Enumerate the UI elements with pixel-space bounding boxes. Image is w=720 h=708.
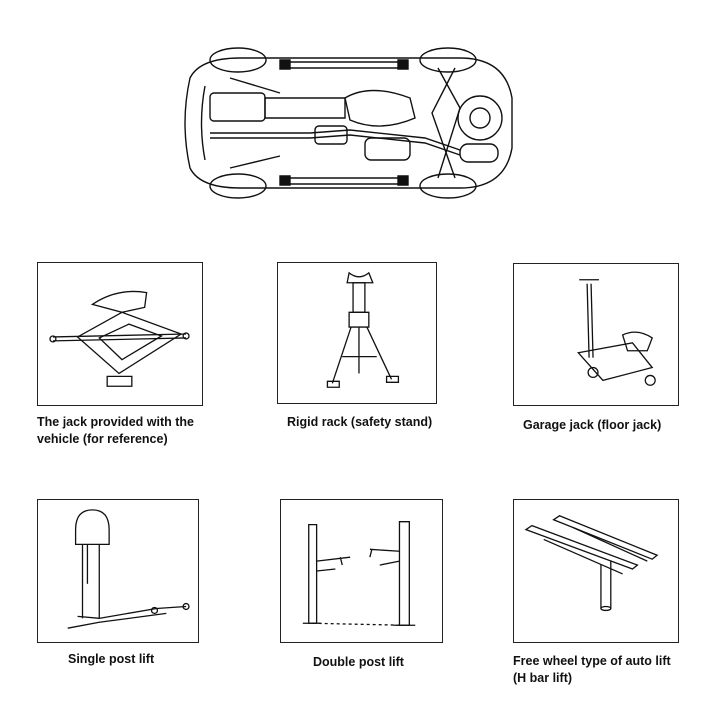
figure-single-post-lift	[37, 499, 199, 643]
figure-vehicle-jack	[37, 262, 203, 406]
figure-garage-jack	[513, 263, 679, 406]
caption-double-post-lift: Double post lift	[313, 655, 404, 669]
caption-single-post-lift: Single post lift	[68, 652, 155, 666]
figure-rigid-rack	[277, 262, 437, 404]
figure-double-post-lift	[280, 499, 443, 643]
car-underside-diagram	[170, 38, 520, 208]
caption-rigid-rack: Rigid rack (safety stand)	[287, 415, 433, 429]
figure-free-wheel-lift	[513, 499, 679, 643]
caption-free-wheel-lift: Free wheel type of auto lift (H bar lift…	[513, 654, 671, 685]
caption-garage-jack: Garage jack (floor jack)	[523, 418, 662, 432]
caption-vehicle-jack: The jack provided with the vehicle (for …	[37, 415, 194, 446]
